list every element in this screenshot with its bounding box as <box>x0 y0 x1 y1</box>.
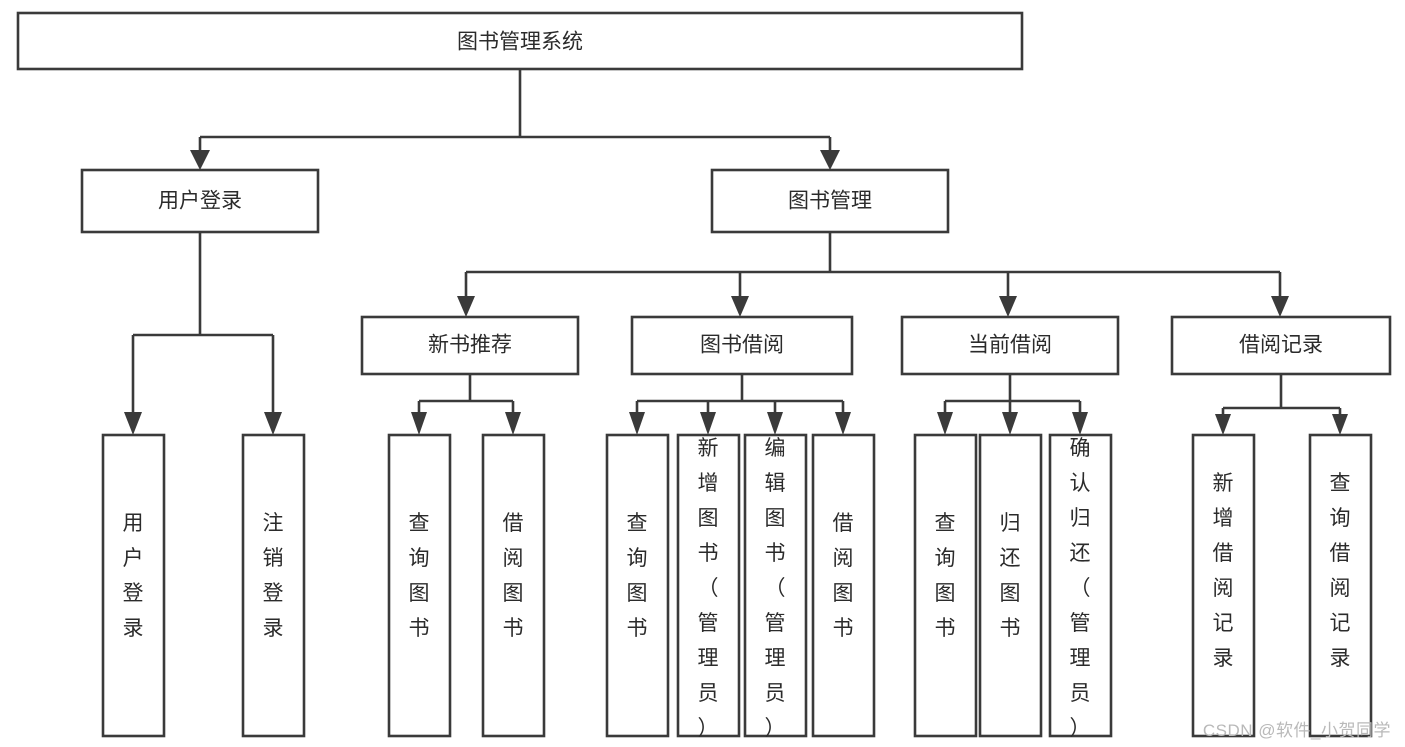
arrow-head-book-manage <box>820 150 840 170</box>
leaf-borrow-book-borrow-box[interactable] <box>811 433 876 738</box>
leaf-query-book-current-box[interactable] <box>913 433 978 738</box>
arrow-head-current-leaf3 <box>1072 412 1088 435</box>
node-book-borrow-box[interactable] <box>630 315 854 376</box>
leaf-add-borrow-record-label: 新增借阅记录 <box>1213 472 1234 670</box>
node-current-borrow-box[interactable] <box>900 315 1120 376</box>
leaf-borrow-book-newbook-label: 借阅图书 <box>503 512 524 640</box>
leaf-return-book-label: 归还图书 <box>1000 512 1021 640</box>
arrow-head-leaf-logout <box>264 412 282 435</box>
leaf-return-book-box[interactable] <box>978 433 1043 738</box>
node-book-management[interactable]: 图书管理 <box>710 168 950 234</box>
leaf-edit-book-admin-box[interactable] <box>743 433 808 738</box>
node-new-book-recommend[interactable]: 新书推荐 <box>360 315 580 376</box>
arrow-head-borrow-leaf3 <box>767 412 783 435</box>
arrow-head-borrow-leaf1 <box>629 412 645 435</box>
node-book-management-label: 图书管理 <box>788 190 872 213</box>
node-new-book-recommend-label: 新书推荐 <box>428 334 512 357</box>
arrow-head-current <box>999 296 1017 317</box>
leaf-query-borrow-record-box[interactable] <box>1308 433 1373 738</box>
node-borrow-record[interactable]: 借阅记录 <box>1170 315 1392 376</box>
node-user-login-label: 用户登录 <box>158 190 242 213</box>
node-borrow-record-box[interactable] <box>1170 315 1392 376</box>
leaf-node-add-borrow-record[interactable]: 新增借阅记录 <box>1191 433 1256 738</box>
leaf-node-return-book[interactable]: 归还图书 <box>978 433 1043 738</box>
leaf-user-login-box[interactable] <box>101 433 166 738</box>
leaf-node-confirm-return-admin[interactable]: 确认归还（管理员） <box>1048 433 1113 740</box>
arrow-head-record <box>1271 296 1289 317</box>
arrow-head-borrow-leaf4 <box>835 412 851 435</box>
leaf-user-login-label: 用户登录 <box>123 512 144 640</box>
node-book-management-box[interactable] <box>710 168 950 234</box>
leaf-node-query-book-current[interactable]: 查询图书 <box>913 433 978 738</box>
leaf-node-add-book-admin[interactable]: 新增图书（管理员） <box>676 433 741 740</box>
arrow-head-newbook-leaf2 <box>505 412 521 435</box>
arrow-head-record-leaf1 <box>1215 414 1231 435</box>
leaf-add-book-admin-label: 新增图书（管理员） <box>698 437 719 740</box>
leaf-node-query-borrow-record[interactable]: 查询借阅记录 <box>1308 433 1373 738</box>
arrow-head-leaf-user-login <box>124 412 142 435</box>
arrow-head-newbook <box>457 296 475 317</box>
node-current-borrow[interactable]: 当前借阅 <box>900 315 1120 376</box>
leaf-node-query-book-borrow[interactable]: 查询图书 <box>605 433 670 738</box>
leaf-node-logout[interactable]: 注销登录 <box>241 433 306 738</box>
node-new-book-recommend-box[interactable] <box>360 315 580 376</box>
leaf-add-book-admin-box[interactable] <box>676 433 741 738</box>
node-user-login-box[interactable] <box>80 168 320 234</box>
leaf-logout-box[interactable] <box>241 433 306 738</box>
leaf-confirm-return-admin-label: 确认归还（管理员） <box>1070 437 1091 740</box>
arrow-head-newbook-leaf1 <box>411 412 427 435</box>
node-root-label: 图书管理系统 <box>457 31 583 54</box>
leaf-query-book-borrow-label: 查询图书 <box>627 512 648 640</box>
node-current-borrow-label: 当前借阅 <box>968 334 1052 357</box>
leaf-query-book-newbook-label: 查询图书 <box>409 512 430 640</box>
leaf-node-edit-book-admin[interactable]: 编辑图书（管理员） <box>743 433 808 740</box>
leaf-node-borrow-book-newbook[interactable]: 借阅图书 <box>481 433 546 738</box>
node-user-login[interactable]: 用户登录 <box>80 168 320 234</box>
leaf-query-book-newbook-box[interactable] <box>387 433 452 738</box>
leaf-logout-label: 注销登录 <box>263 512 284 640</box>
node-borrow-record-label: 借阅记录 <box>1239 334 1323 357</box>
leaf-query-borrow-record-label: 查询借阅记录 <box>1330 472 1351 670</box>
leaf-node-borrow-book-borrow[interactable]: 借阅图书 <box>811 433 876 738</box>
leaf-add-borrow-record-box[interactable] <box>1191 433 1256 738</box>
connector-layer <box>124 69 1348 435</box>
arrow-head-record-leaf2 <box>1332 414 1348 435</box>
leaf-node-query-book-newbook[interactable]: 查询图书 <box>387 433 452 738</box>
leaf-edit-book-admin-label: 编辑图书（管理员） <box>765 437 786 740</box>
arrow-head-current-leaf1 <box>937 412 953 435</box>
leaf-confirm-return-admin-box[interactable] <box>1048 433 1113 738</box>
leaf-query-book-current-label: 查询图书 <box>935 512 956 640</box>
arrow-head-borrow <box>731 296 749 317</box>
arrow-head-user-login <box>190 150 210 170</box>
leaf-borrow-book-newbook-box[interactable] <box>481 433 546 738</box>
node-root-book-management-system[interactable]: 图书管理系统 <box>16 11 1024 71</box>
leaf-borrow-book-borrow-label: 借阅图书 <box>833 512 854 640</box>
leaf-query-book-borrow-box[interactable] <box>605 433 670 738</box>
arrow-head-borrow-leaf2 <box>700 412 716 435</box>
leaf-node-user-login[interactable]: 用户登录 <box>101 433 166 738</box>
node-book-borrow-label: 图书借阅 <box>700 334 784 357</box>
arrow-head-current-leaf2 <box>1002 412 1018 435</box>
node-book-borrow[interactable]: 图书借阅 <box>630 315 854 376</box>
node-root-box[interactable] <box>16 11 1024 71</box>
